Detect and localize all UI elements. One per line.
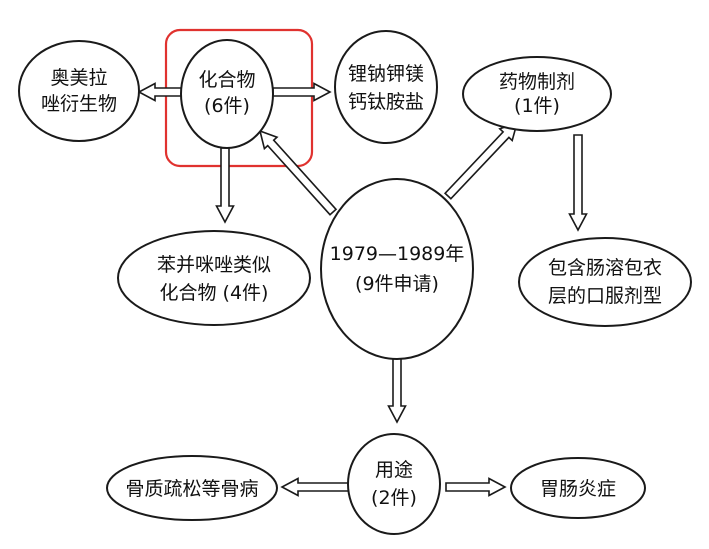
compound-label-line2: (6件) [204, 95, 250, 117]
use-node [347, 433, 441, 535]
arrow-center-to-compound [258, 129, 338, 216]
compound-label-line1: 化合物 [198, 69, 255, 91]
gastro-node [510, 457, 646, 519]
benzimidazole-label-line1: 苯并咪唑类似 [157, 254, 271, 276]
center-label-line2: (9件申请) [355, 273, 439, 295]
arrow-center-to-formulation [443, 121, 519, 200]
salts-label-line1: 锂钠钾镁 [348, 63, 424, 85]
bone-node [106, 455, 278, 521]
arrow-center-to-use [387, 357, 407, 424]
use-label-line1: 用途 [375, 459, 413, 481]
use-label-line2: (2件) [371, 487, 417, 509]
salts-node [334, 30, 438, 144]
formulation-label-line1: 药物制剂 [499, 71, 575, 93]
bone-label: 骨质疏松等骨病 [125, 478, 258, 500]
compound-highlight-box [164, 28, 314, 168]
salts-label-line2: 钙钛胺盐 [348, 91, 424, 113]
compound-node [180, 39, 274, 149]
omeprazole-node [18, 40, 140, 142]
benzimidazole-label-line2: 化合物 (4件) [160, 282, 269, 304]
arrow-formulation-to-enteric [568, 134, 588, 232]
enteric-node [518, 237, 692, 327]
gastro-label: 胃肠炎症 [540, 478, 616, 500]
arrow-use-to-gastro [445, 477, 507, 497]
center-label-line1: 1979—1989年 [330, 243, 465, 265]
arrow-use-to-bone [280, 477, 351, 497]
arrow-compound-to-omeprazole [137, 82, 184, 102]
benzimidazole-node [117, 230, 311, 326]
arrow-compound-to-salts [272, 82, 332, 102]
formulation-node [462, 56, 612, 132]
enteric-label-line2: 层的口服剂型 [548, 285, 662, 307]
center-node [320, 178, 474, 360]
arrow-compound-to-benzimidazole [215, 147, 235, 224]
enteric-label-line1: 包含肠溶包衣 [548, 257, 662, 279]
formulation-label-line2: (1件) [514, 95, 560, 117]
omeprazole-label-line1: 奥美拉 [50, 67, 107, 89]
omeprazole-label-line2: 唑衍生物 [41, 93, 117, 115]
